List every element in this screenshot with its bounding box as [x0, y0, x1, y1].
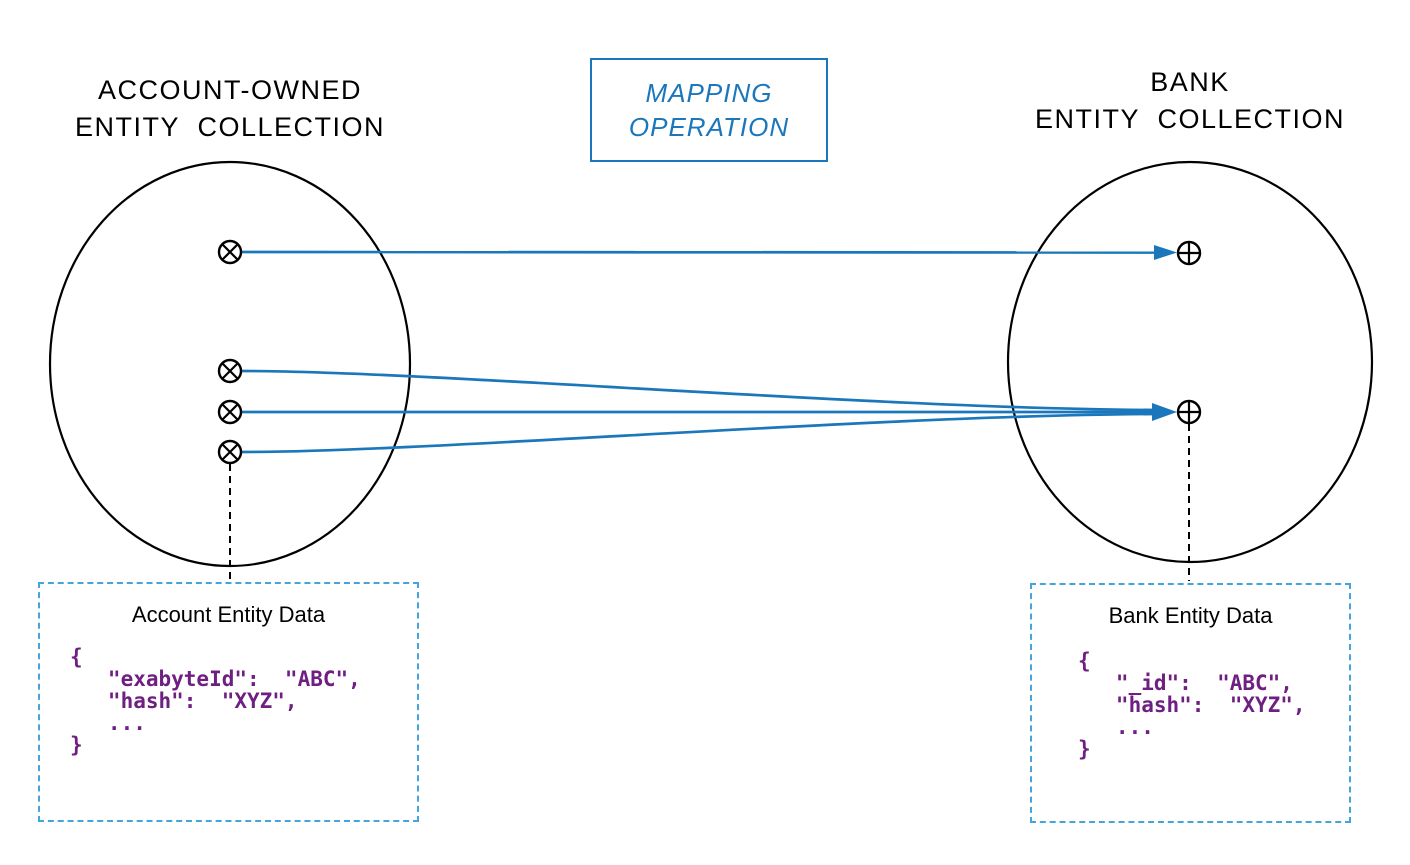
mapping-line-2 [241, 369, 1159, 412]
mapping-line-4 [241, 412, 1159, 454]
source-point-4 circle-x-icon [217, 439, 243, 465]
bank-entity-data-box: Bank Entity Data { "_id": "ABC", "hash":… [1030, 583, 1351, 823]
arrowhead-converged [1152, 403, 1177, 421]
mapping-line-1 [241, 250, 1159, 254]
account-collection-title: ACCOUNT-OWNED ENTITY COLLECTION [74, 75, 386, 142]
bank-collection-title: BANK ENTITY COLLECTION [1034, 67, 1346, 134]
account-entity-data-title: Account Entity Data [131, 602, 326, 627]
bank-entity-json: { "_id": "ABC", "hash": "XYZ", ... } [1078, 649, 1306, 761]
bank-entity-data-title: Bank Entity Data [1108, 603, 1273, 628]
account-entity-json: { "exabyteId": "ABC", "hash": "XYZ", ...… [70, 645, 361, 757]
source-point-2 circle-x-icon [217, 358, 243, 384]
arrowhead-top [1154, 245, 1177, 260]
source-point-3 circle-x-icon [217, 399, 243, 425]
mapping-operation-box: MAPPING OPERATION [590, 58, 828, 162]
target-point-1 circle-plus-icon [1176, 240, 1202, 266]
target-point-2 circle-plus-icon [1176, 399, 1202, 425]
mapping-operation-label: MAPPING OPERATION [628, 78, 790, 142]
account-entity-data-box: Account Entity Data { "exabyteId": "ABC"… [38, 582, 419, 822]
source-point-1 circle-x-icon [217, 239, 243, 265]
